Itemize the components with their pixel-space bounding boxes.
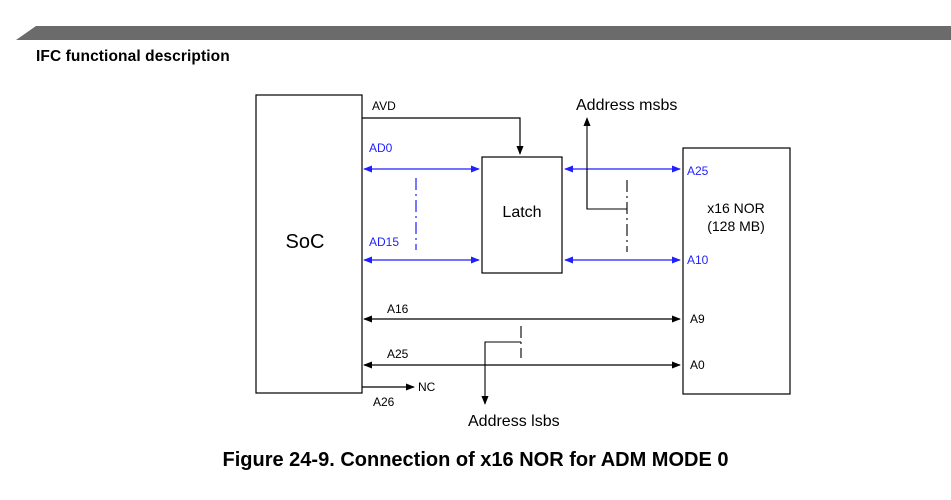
a10-nor-label: A10: [687, 253, 709, 267]
a25-nor-label: A25: [687, 164, 709, 178]
nor-label-line2: (128 MB): [707, 218, 765, 234]
nor-block: [682, 147, 791, 395]
figure-caption: Figure 24-9. Connection of x16 NOR for A…: [222, 449, 729, 471]
address-msbs-label: Address msbs: [576, 97, 677, 114]
latch-label: Latch: [502, 204, 541, 221]
a9-label: A9: [690, 312, 705, 326]
soc-label: SoC: [286, 231, 325, 253]
a0-label: A0: [690, 358, 705, 372]
soc-block: [255, 94, 363, 394]
ad0-label: AD0: [369, 141, 393, 155]
nor-label-line1: x16 NOR: [707, 200, 765, 216]
a16-label: A16: [387, 302, 409, 316]
address-lsbs-line: [481, 341, 521, 405]
section-title: IFC functional description: [36, 48, 230, 65]
latch-block: [481, 156, 563, 274]
avd-line: [362, 117, 524, 155]
nc-label: NC: [418, 380, 436, 394]
a25-soc-label: A25: [387, 347, 409, 361]
a26-label: A26: [373, 395, 395, 409]
address-msbs-line: [583, 117, 627, 210]
header-bar: [16, 26, 951, 40]
address-lsbs-label: Address lsbs: [468, 413, 560, 430]
ad15-label: AD15: [369, 235, 399, 249]
avd-label: AVD: [372, 99, 396, 113]
